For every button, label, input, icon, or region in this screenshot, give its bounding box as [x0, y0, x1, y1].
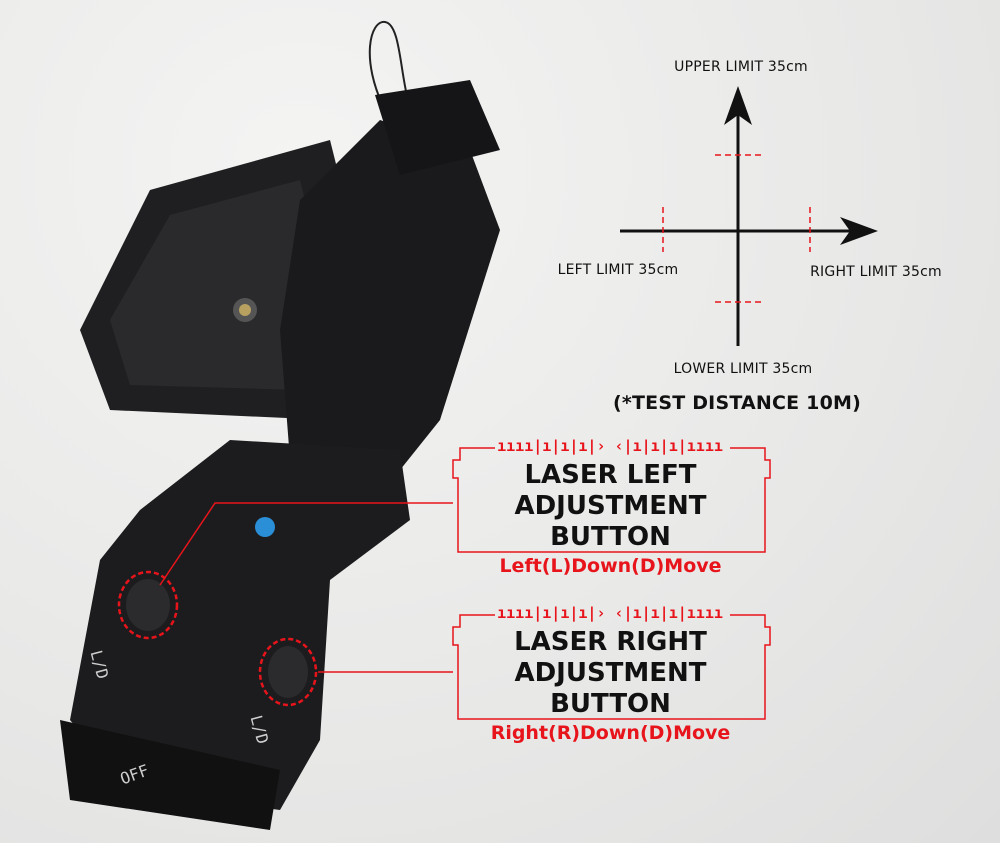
callout-title: ADJUSTMENT BUTTON — [514, 491, 707, 552]
svg-text:ıııı|ı|ı|ı|› ‹|ı|ı|ı|ıııı: ıııı|ı|ı|ı|› ‹|ı|ı|ı|ıııı — [497, 604, 723, 623]
crosshair-diagram — [620, 86, 878, 346]
callout-title: ADJUSTMENT BUTTON — [514, 658, 707, 719]
svg-text:ıııı|ı|ı|ı|› ‹|ı|ı|ı|ıııı: ıııı|ı|ı|ı|› ‹|ı|ı|ı|ıııı — [497, 437, 723, 456]
right-limit-label: RIGHT LIMIT 35cm — [810, 264, 942, 280]
adjustment-module — [70, 440, 410, 810]
right-button-highlight — [258, 637, 318, 707]
leader-line-left — [159, 502, 453, 586]
decorative-ticks: ıııı|ı|ı|ı|› ‹|ı|ı|ı|ıııı ıııı|ı|ı|ı|› ‹… — [497, 437, 723, 623]
left-button-callout: LASER LEFT ADJUSTMENT BUTTON Left(L)Down… — [453, 460, 768, 579]
test-distance-label: (*TEST DISTANCE 10M) — [612, 392, 862, 414]
arrow-right-icon — [840, 217, 878, 245]
blue-screw — [255, 517, 275, 537]
callout-subtitle: Left(L)Down(D)Move — [499, 555, 722, 577]
right-button-callout: LASER RIGHT ADJUSTMENT BUTTON Right(R)Do… — [453, 627, 768, 746]
left-button-highlight — [117, 570, 179, 640]
laser-body — [280, 120, 500, 470]
callout-title: LASER LEFT — [524, 460, 697, 490]
left-limit-label: LEFT LIMIT 35cm — [557, 262, 679, 278]
upper-limit-label: UPPER LIMIT 35cm — [674, 59, 808, 75]
callout-title: LASER RIGHT — [514, 627, 707, 657]
lower-limit-label: LOWER LIMIT 35cm — [673, 361, 813, 377]
arrow-up-icon — [724, 86, 752, 125]
turret-knob — [375, 80, 500, 175]
callout-subtitle: Right(R)Down(D)Move — [490, 722, 731, 744]
